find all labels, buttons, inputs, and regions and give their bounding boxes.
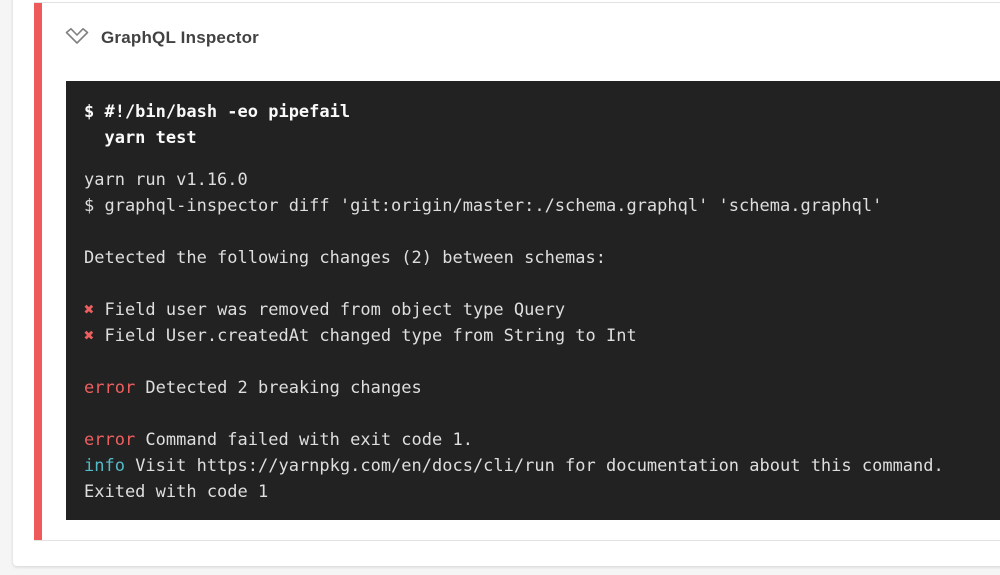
step-header[interactable]: GraphQL Inspector [42,3,1000,49]
build-steps-card: GraphQL Inspector $ #!/bin/bash -eo pipe… [34,2,1000,541]
terminal-command: $ #!/bin/bash -eo pipefail yarn test [84,102,351,148]
step-title: GraphQL Inspector [101,28,260,47]
content-panel: GraphQL Inspector $ #!/bin/bash -eo pipe… [13,0,1000,566]
chevron-down-icon[interactable] [64,27,90,49]
terminal-log: yarn run v1.16.0 $ graphql-inspector dif… [84,170,944,502]
terminal-output: $ #!/bin/bash -eo pipefail yarn test yar… [66,81,1000,520]
step-row-graphql-inspector: GraphQL Inspector $ #!/bin/bash -eo pipe… [34,3,1000,540]
